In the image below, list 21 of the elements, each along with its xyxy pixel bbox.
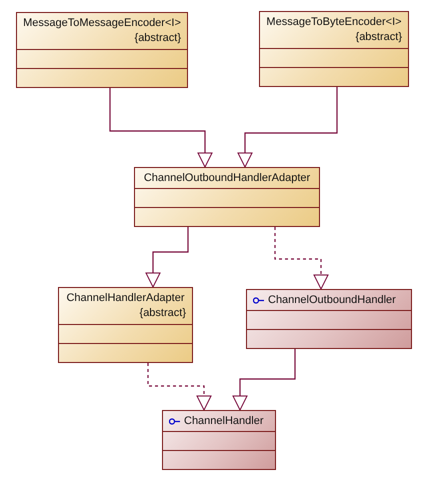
class-box: [16, 12, 188, 88]
class-name: MessageToMessageEncoder<I>: [23, 16, 181, 30]
dashed-arrow: [274, 227, 328, 290]
interface-box: [162, 410, 276, 470]
dashed-arrow: [147, 363, 212, 410]
class-box: [259, 11, 409, 87]
class-name: ChannelHandler: [184, 414, 264, 428]
class-name: MessageToByteEncoder<I>: [266, 15, 402, 29]
stereotype-label: {abstract}: [134, 32, 181, 44]
stereotype-label: {abstract}: [356, 31, 402, 43]
arrow: [109, 88, 212, 168]
stereotype-label: {abstract}: [140, 307, 186, 319]
class-name: ChannelOutboundHandlerAdapter: [144, 171, 310, 185]
arrow: [146, 227, 189, 288]
arrow: [232, 349, 296, 410]
interface-box: [246, 289, 412, 349]
class-name: ChannelHandlerAdapter: [66, 291, 185, 305]
class-box: [58, 287, 193, 363]
arrow: [238, 87, 338, 168]
class-box: [134, 167, 320, 227]
class-name: ChannelOutboundHandler: [268, 293, 396, 307]
